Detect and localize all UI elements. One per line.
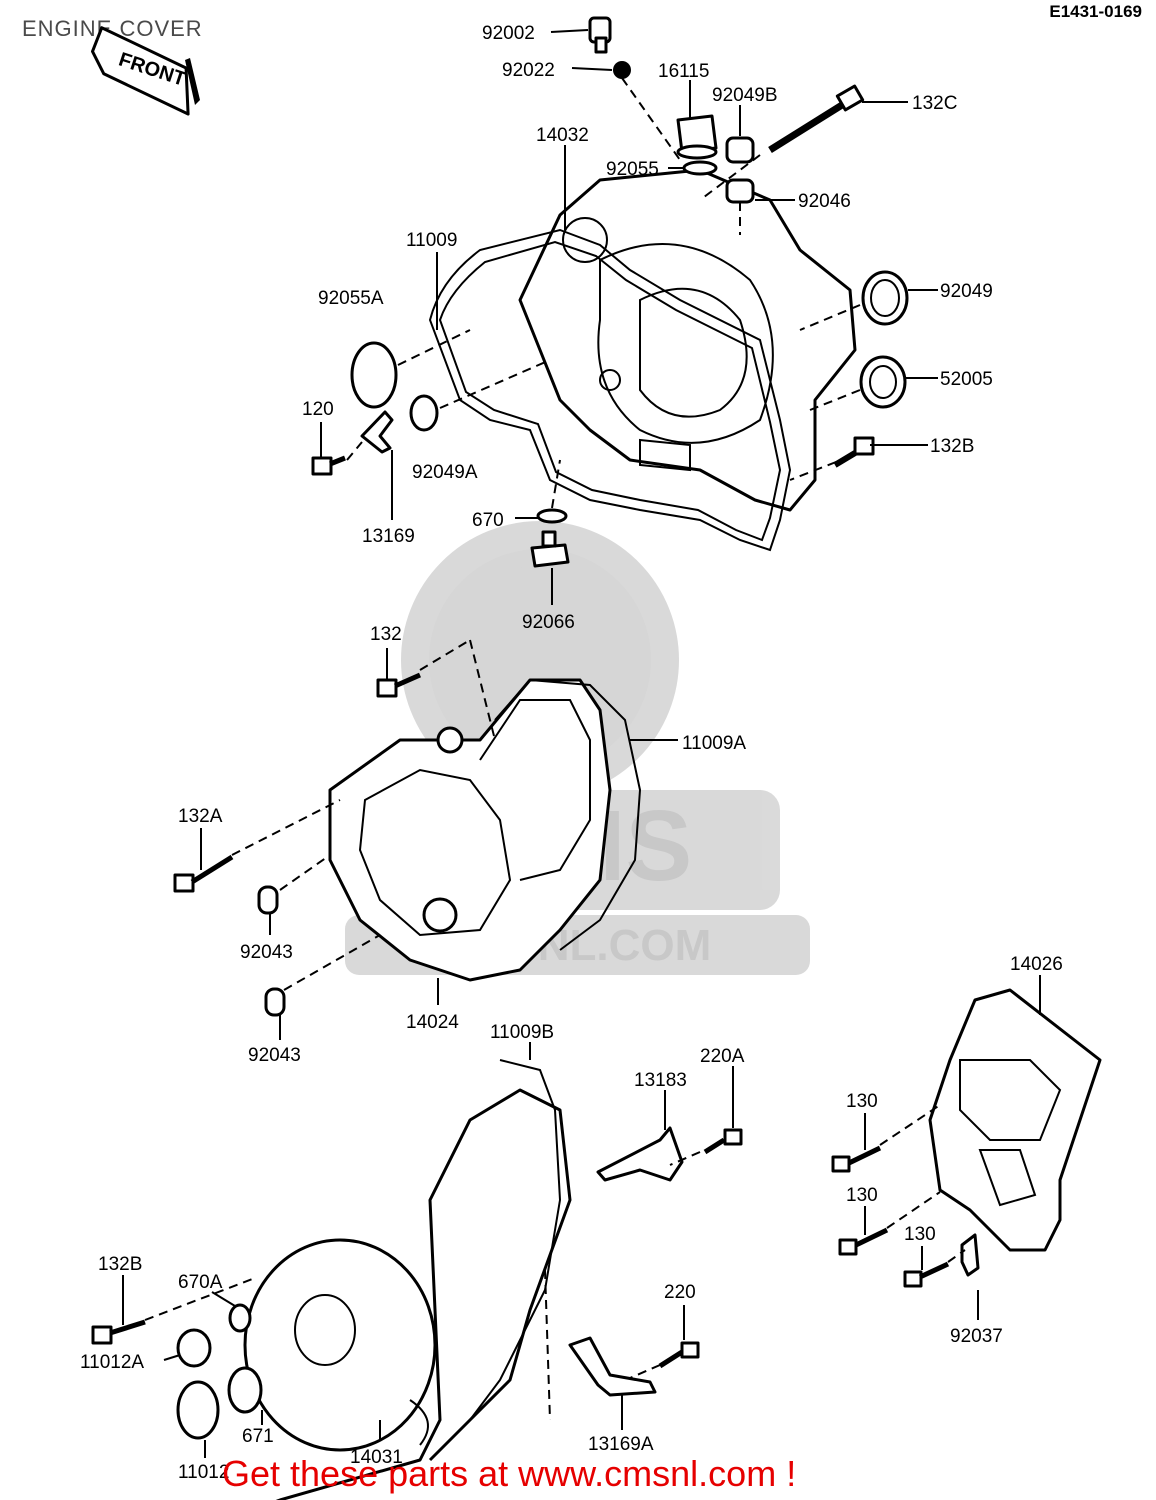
label-132A: 132A — [178, 806, 223, 827]
gasket-11009 — [428, 228, 792, 552]
sprocket-cover-14026 — [928, 988, 1102, 1252]
promo-link[interactable]: Get these parts at www.cmsnl.com ! — [222, 1453, 797, 1494]
label-14026: 14026 — [1010, 954, 1063, 975]
part-labels: 92002 92022 16115 92049B 132C 14032 9205… — [80, 23, 1063, 1483]
label-11012A: 11012A — [80, 1352, 144, 1373]
label-92043-upper: 92043 — [240, 942, 293, 963]
part-132-mid — [376, 672, 422, 698]
label-132: 132 — [370, 624, 402, 645]
label-92049B: 92049B — [712, 85, 778, 106]
part-13169 — [360, 410, 394, 454]
gasket-11009A — [494, 678, 642, 951]
part-92049B — [725, 136, 755, 164]
label-220A: 220A — [700, 1046, 745, 1067]
label-120: 120 — [302, 399, 334, 420]
part-671 — [227, 1366, 263, 1414]
front-arrow-tag: FRONT — [90, 26, 200, 116]
label-13183: 13183 — [634, 1070, 687, 1091]
part-92049 — [861, 270, 909, 326]
label-92043-lower: 92043 — [248, 1045, 301, 1066]
part-92066 — [530, 530, 570, 568]
part-130-a — [831, 1145, 882, 1173]
label-92049A: 92049A — [412, 462, 478, 483]
part-92055 — [682, 160, 718, 176]
label-92002: 92002 — [482, 23, 535, 44]
label-92037: 92037 — [950, 1326, 1003, 1347]
part-132A — [173, 854, 234, 893]
part-13169A — [568, 1336, 657, 1397]
part-670A — [228, 1303, 252, 1333]
label-13169A: 13169A — [588, 1434, 654, 1455]
part-220 — [658, 1341, 700, 1369]
part-670 — [536, 508, 568, 524]
part-92022 — [613, 61, 631, 79]
part-132C — [768, 84, 865, 153]
label-92046: 92046 — [798, 191, 851, 212]
part-130-c — [903, 1261, 950, 1288]
part-132B-top — [833, 436, 875, 468]
label-130-b: 130 — [846, 1185, 878, 1206]
label-92055: 92055 — [606, 159, 659, 180]
part-132B-bottom — [91, 1319, 146, 1345]
part-11012A — [176, 1328, 212, 1368]
clutch-cover-14032 — [518, 168, 857, 512]
leader-lines — [122, 29, 1041, 1458]
label-130-a: 130 — [846, 1091, 878, 1112]
label-132B-bottom: 132B — [98, 1254, 142, 1275]
part-120 — [311, 455, 346, 476]
label-16115: 16115 — [658, 61, 709, 82]
part-11012 — [176, 1380, 220, 1440]
diagram-code: E1431-0169 — [1049, 2, 1142, 21]
label-670: 670 — [472, 510, 504, 531]
part-52005 — [859, 355, 907, 409]
part-220A — [703, 1128, 743, 1155]
part-92049A — [409, 394, 439, 432]
alignment-lines — [144, 77, 966, 1421]
label-130-c: 130 — [904, 1224, 936, 1245]
part-92002 — [588, 16, 612, 54]
label-132C: 132C — [912, 93, 957, 114]
label-14031: 14031 — [350, 1447, 403, 1468]
label-132B-top: 132B — [930, 436, 974, 457]
part-92046 — [725, 178, 755, 204]
part-92037 — [960, 1233, 980, 1277]
label-11012: 11012 — [178, 1462, 229, 1483]
gasket-11009B — [469, 1059, 562, 1421]
label-13169: 13169 — [362, 526, 415, 547]
label-220: 220 — [664, 1282, 696, 1303]
label-92022: 92022 — [502, 60, 555, 81]
part-130-b — [838, 1227, 889, 1256]
label-14024: 14024 — [406, 1012, 459, 1033]
label-11009: 11009 — [406, 230, 457, 251]
label-92066: 92066 — [522, 612, 575, 633]
part-92043-upper — [257, 885, 279, 915]
label-14032: 14032 — [536, 125, 589, 146]
part-92043-lower — [264, 987, 286, 1017]
label-92055A: 92055A — [318, 288, 384, 309]
part-16115 — [676, 114, 718, 160]
generator-cover-14024 — [328, 678, 612, 982]
label-52005: 52005 — [940, 369, 993, 390]
label-92049: 92049 — [940, 281, 993, 302]
label-670A: 670A — [178, 1272, 223, 1293]
label-11009B: 11009B — [490, 1022, 554, 1043]
label-671: 671 — [242, 1426, 274, 1447]
label-11009A: 11009A — [682, 733, 746, 754]
part-13183 — [596, 1126, 684, 1182]
part-92055A — [350, 341, 398, 409]
generator-cover-14031 — [243, 1088, 572, 1500]
